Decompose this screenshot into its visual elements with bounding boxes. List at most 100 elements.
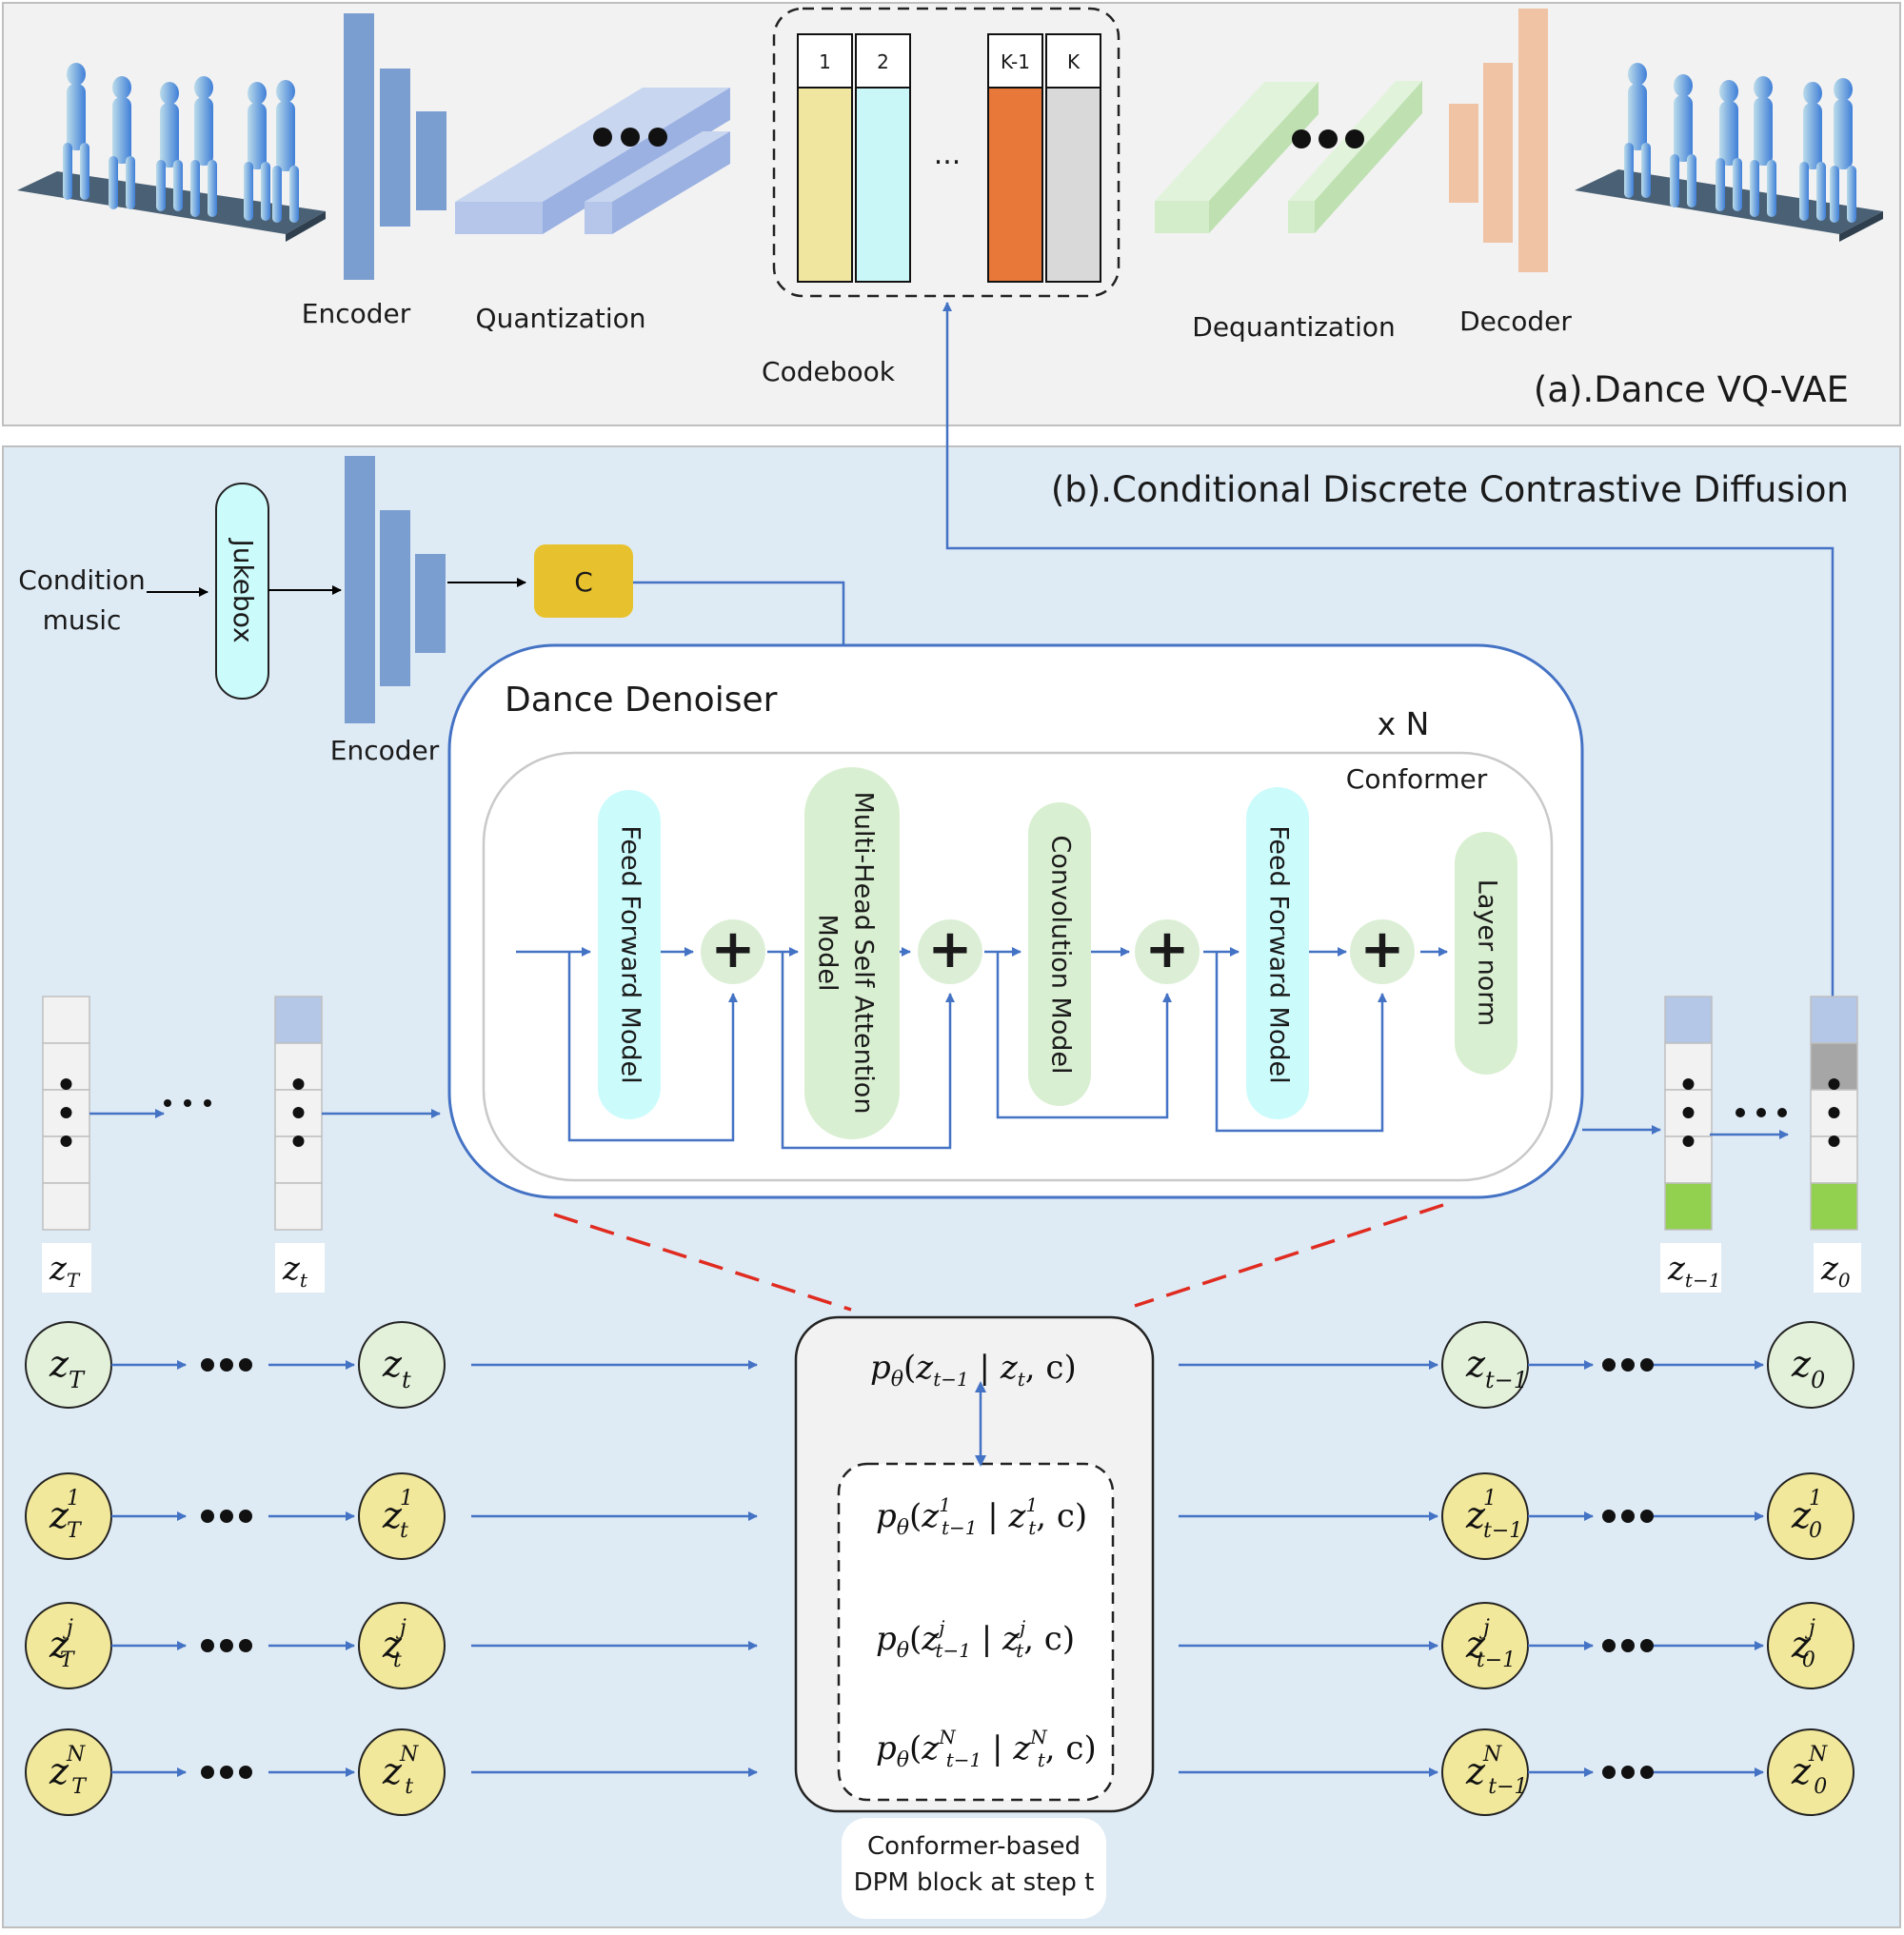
- codebook-entry-header: [855, 33, 911, 89]
- add-symbol: +: [1145, 918, 1190, 980]
- conformer-label: Conformer: [1346, 763, 1488, 795]
- quantization-block: [455, 88, 730, 234]
- codebook-ellipsis: ...: [934, 138, 962, 171]
- layer-norm-block: [1455, 832, 1517, 1075]
- dpm-caption-box: [842, 1818, 1106, 1919]
- sequence-ellipsis-left: [164, 1099, 211, 1107]
- latent-token-cell: [42, 996, 90, 1044]
- condition-label: Condition: [18, 564, 146, 596]
- diffusion-state-label: zT: [49, 1343, 86, 1393]
- sequence-label-box: [42, 1243, 91, 1293]
- diffusion-section-title: (b).Conditional Discrete Contrastive Dif…: [1051, 469, 1849, 510]
- latent-ellipsis-dot: [292, 1078, 305, 1090]
- chain-ellipsis-dot: [239, 1639, 252, 1652]
- sequence-ellipsis-right: [1735, 1108, 1787, 1117]
- latent-ellipsis-dot: [1828, 1078, 1840, 1090]
- conformer-connections: [516, 947, 1448, 1150]
- z0-to-codebook-arrow: [942, 302, 1835, 997]
- music-label: music: [43, 604, 122, 636]
- latent-ellipsis-dot: [60, 1078, 72, 1090]
- dance-sequence-input-image: [17, 63, 326, 242]
- latent-ellipsis-dot: [292, 1135, 305, 1147]
- quantization-ellipsis: [593, 128, 667, 147]
- zoom-line-left: [553, 1213, 852, 1312]
- chain-ellipsis-dot: [239, 1766, 252, 1779]
- codebook-entry-index: 2: [877, 50, 889, 73]
- codebook-entry-index: K-1: [1001, 50, 1030, 73]
- latent-ellipsis-dot: [60, 1107, 72, 1118]
- dance-sequence-output-image: [1575, 63, 1883, 242]
- latent-token-cell: [1664, 996, 1713, 1044]
- mhsa-label-line2: Model: [813, 914, 843, 991]
- latent-ellipsis-dot: [1682, 1135, 1695, 1147]
- latent-ellipsis-dot: [1682, 1107, 1695, 1118]
- jukebox-label: Jukebox: [228, 537, 259, 642]
- diffusion-state-node: [358, 1728, 446, 1816]
- repeat-label: x N: [1378, 705, 1430, 742]
- latent-ellipsis-dot: [1828, 1107, 1840, 1118]
- diffusion-state-node: [1767, 1602, 1854, 1689]
- codebook-entry-index: 1: [819, 50, 831, 73]
- latent-ellipsis-dot: [60, 1135, 72, 1147]
- chain-ellipsis-dot: [239, 1510, 252, 1523]
- vqvae-encoder-block: [344, 13, 446, 280]
- codebook-entry-vector: [855, 87, 911, 283]
- codebook-frame: [772, 7, 1121, 298]
- latent-ellipsis-dot: [292, 1107, 305, 1118]
- sequence-label-box: [275, 1243, 325, 1293]
- sequence-label: zT: [49, 1250, 81, 1292]
- chain-ellipsis-dot: [1621, 1639, 1635, 1652]
- residual-add-nodes: ++++: [701, 918, 1415, 984]
- latent-token-cell: [1664, 1182, 1713, 1231]
- chain-ellipsis-dot: [201, 1510, 214, 1523]
- chain-ellipsis-dot: [1640, 1510, 1654, 1523]
- dequantization-block: [1155, 81, 1422, 233]
- condition-c-label: C: [574, 566, 593, 598]
- codebook-entry-vector: [987, 87, 1043, 283]
- chain-ellipsis-dot: [201, 1766, 214, 1779]
- chain-ellipsis-dot: [1602, 1358, 1616, 1372]
- sequence-label-box: [1660, 1243, 1721, 1293]
- dpm-contrastive-frame: [837, 1462, 1115, 1802]
- diffusion-state-node: [1767, 1321, 1854, 1409]
- feed-forward-label-1: Feed Forward Model: [616, 825, 645, 1083]
- codebook-entry-vector: [797, 87, 853, 283]
- vqvae-decoder-block: [1449, 9, 1548, 272]
- add-node: [918, 919, 982, 984]
- dequantization-label: Dequantization: [1192, 311, 1395, 343]
- sequence-label: z0: [1820, 1250, 1851, 1292]
- add-symbol: +: [711, 918, 756, 980]
- sequence-label-box: [1814, 1243, 1861, 1293]
- codebook-entry-index: K: [1067, 50, 1081, 73]
- chain-ellipsis-dot: [1640, 1639, 1654, 1652]
- feed-forward-label-2: Feed Forward Model: [1264, 825, 1294, 1083]
- mhsa-label-line1: Multi-Head Self Attention: [849, 792, 879, 1115]
- diffusion-state-node: [1767, 1472, 1854, 1560]
- chain-ellipsis-dot: [1602, 1639, 1616, 1652]
- diffusion-state-node: [358, 1321, 446, 1409]
- layer-norm-label: Layer norm: [1473, 879, 1502, 1026]
- chain-ellipsis-dot: [220, 1639, 233, 1652]
- diffusion-state-node: [358, 1602, 446, 1689]
- add-node: [1350, 919, 1415, 984]
- quantization-label: Quantization: [476, 303, 646, 334]
- sequence-label: zt−1: [1667, 1250, 1720, 1292]
- chain-ellipsis-dot: [1602, 1766, 1616, 1779]
- chain-ellipsis-dot: [1621, 1510, 1635, 1523]
- chain-ellipsis-dot: [220, 1510, 233, 1523]
- chain-ellipsis-dot: [1602, 1510, 1616, 1523]
- add-node: [701, 919, 765, 984]
